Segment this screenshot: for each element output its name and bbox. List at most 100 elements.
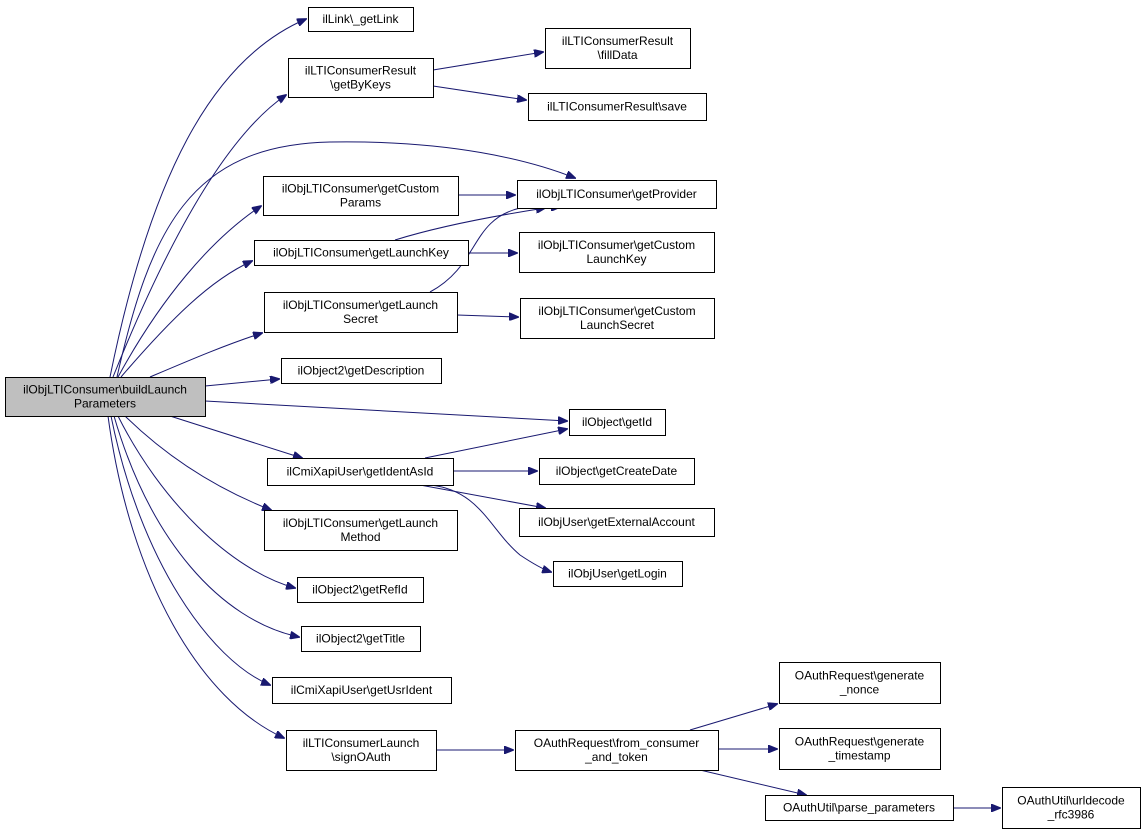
- node-box[interactable]: [263, 176, 459, 216]
- function-node[interactable]: ilObjUser\getLogin: [553, 561, 683, 587]
- function-node[interactable]: ilCmiXapiUser\getUsrIdent: [272, 677, 452, 704]
- node-label-line: _timestamp: [827, 749, 890, 763]
- node-box[interactable]: [267, 458, 454, 486]
- node-box[interactable]: [281, 358, 442, 384]
- node-box[interactable]: [569, 409, 666, 436]
- edge-root-to-getlaunchkey: [120, 261, 252, 378]
- node-box[interactable]: [308, 7, 414, 32]
- node-box[interactable]: [553, 561, 683, 587]
- node-box[interactable]: [779, 728, 941, 770]
- edge-root-to-getprovider: [116, 141, 575, 378]
- node-label-line: \signOAuth: [331, 750, 390, 764]
- node-box[interactable]: [520, 298, 715, 339]
- function-node[interactable]: ilObjLTIConsumer\getProvider: [517, 180, 717, 209]
- node-box[interactable]: [264, 292, 458, 333]
- node-box[interactable]: [517, 180, 717, 209]
- node-box[interactable]: [5, 377, 206, 417]
- function-node[interactable]: ilLTIConsumerLaunch\signOAuth: [286, 730, 437, 771]
- function-node[interactable]: ilObjUser\getExternalAccount: [519, 508, 715, 537]
- node-label-line: ilObjLTIConsumer\getCustom: [282, 182, 439, 196]
- node-label-line: _nonce: [839, 683, 880, 697]
- function-node[interactable]: ilObject2\getDescription: [281, 358, 442, 384]
- function-node[interactable]: ilObjLTIConsumer\getLaunchKey: [254, 240, 469, 266]
- edge-getbykeys-to-filldata: [432, 52, 543, 71]
- function-node[interactable]: ilLTIConsumerResult\save: [528, 93, 707, 121]
- node-label-line: ilObjLTIConsumer\getCustom: [538, 304, 695, 318]
- edge-root-to-getidentasid: [169, 415, 302, 458]
- node-label-line: ilObjLTIConsumer\getLaunchKey: [273, 246, 449, 260]
- node-box[interactable]: [301, 626, 421, 652]
- function-node[interactable]: ilLTIConsumerResult\fillData: [545, 28, 691, 69]
- edge-fromconsumer-to-gennonce: [689, 704, 777, 731]
- function-node[interactable]: ilObject2\getTitle: [301, 626, 421, 652]
- node-label-line: ilObjLTIConsumer\getLaunch: [283, 298, 438, 312]
- function-node[interactable]: OAuthRequest\generate_timestamp: [779, 728, 941, 770]
- node-label-line: _rfc3986: [1047, 808, 1095, 822]
- node-box[interactable]: [539, 458, 695, 485]
- edge-getidentasid-to-getid: [424, 429, 567, 459]
- node-label-line: _and_token: [584, 750, 648, 764]
- node-box[interactable]: [528, 93, 707, 121]
- node-box[interactable]: [264, 510, 458, 551]
- function-node[interactable]: ilLTIConsumerResult\getByKeys: [288, 58, 434, 98]
- edge-root-to-gettitle: [113, 415, 299, 637]
- node-label-line: ilObject2\getRefId: [312, 583, 407, 597]
- node-box[interactable]: [288, 58, 434, 98]
- edge-root-to-getlink: [109, 19, 306, 378]
- node-box[interactable]: [286, 730, 437, 771]
- function-node[interactable]: OAuthUtil\parse_parameters: [765, 795, 954, 821]
- function-node[interactable]: ilCmiXapiUser\getIdentAsId: [267, 458, 454, 486]
- node-box[interactable]: [765, 795, 954, 821]
- function-node[interactable]: ilLink\_getLink: [308, 7, 414, 32]
- edge-getlaunchkey-to-getprovider: [394, 208, 545, 241]
- node-label-line: ilObjUser\getExternalAccount: [538, 515, 695, 529]
- node-label-line: ilObject2\getDescription: [298, 364, 425, 378]
- edge-root-to-signoauth: [107, 415, 284, 738]
- function-node[interactable]: ilObject\getCreateDate: [539, 458, 695, 485]
- node-box[interactable]: [519, 508, 715, 537]
- node-label-line: OAuthRequest\generate: [795, 669, 925, 683]
- node-label-line: LaunchKey: [586, 252, 646, 266]
- node-label-line: ilLTIConsumerResult: [305, 64, 417, 78]
- node-label-line: ilObjUser\getLogin: [568, 567, 667, 581]
- node-label-line: ilLTIConsumerResult: [562, 34, 674, 48]
- edge-root-to-getbykeys: [112, 95, 286, 378]
- node-label-line: ilCmiXapiUser\getIdentAsId: [287, 465, 434, 479]
- node-label-line: Method: [340, 530, 380, 544]
- node-label-line: ilLink\_getLink: [322, 12, 399, 26]
- node-box[interactable]: [515, 730, 719, 771]
- node-box[interactable]: [272, 677, 452, 704]
- function-node[interactable]: OAuthUtil\urldecode_rfc3986: [1002, 787, 1141, 829]
- node-label-line: ilObjLTIConsumer\getCustom: [538, 238, 695, 252]
- node-label-line: ilLTIConsumerLaunch: [303, 736, 420, 750]
- function-node[interactable]: OAuthRequest\generate_nonce: [779, 662, 941, 704]
- function-node[interactable]: ilObject\getId: [569, 409, 666, 436]
- edge-root-to-getrefid: [117, 415, 295, 588]
- node-label-line: ilObjLTIConsumer\getLaunch: [283, 516, 438, 530]
- edge-getlaunchsecret-to-getprovider: [429, 207, 560, 293]
- function-node[interactable]: ilObject2\getRefId: [297, 577, 424, 603]
- node-label-line: ilObject2\getTitle: [316, 632, 405, 646]
- edge-root-to-getcustomparams: [117, 206, 261, 378]
- node-label-line: OAuthRequest\from_consumer: [534, 736, 699, 750]
- edge-getidentasid-to-getlogin: [429, 484, 551, 572]
- node-box[interactable]: [297, 577, 424, 603]
- node-box[interactable]: [545, 28, 691, 69]
- node-label-line: ilCmiXapiUser\getUsrIdent: [291, 683, 433, 697]
- function-node[interactable]: OAuthRequest\from_consumer_and_token: [515, 730, 719, 771]
- node-label-line: LaunchSecret: [580, 318, 655, 332]
- node-box[interactable]: [519, 232, 715, 273]
- node-box[interactable]: [254, 240, 469, 266]
- node-box[interactable]: [1002, 787, 1141, 829]
- node-label-line: ilObject\getCreateDate: [556, 464, 678, 478]
- node-label-line: \getByKeys: [330, 78, 391, 92]
- node-box[interactable]: [779, 662, 941, 704]
